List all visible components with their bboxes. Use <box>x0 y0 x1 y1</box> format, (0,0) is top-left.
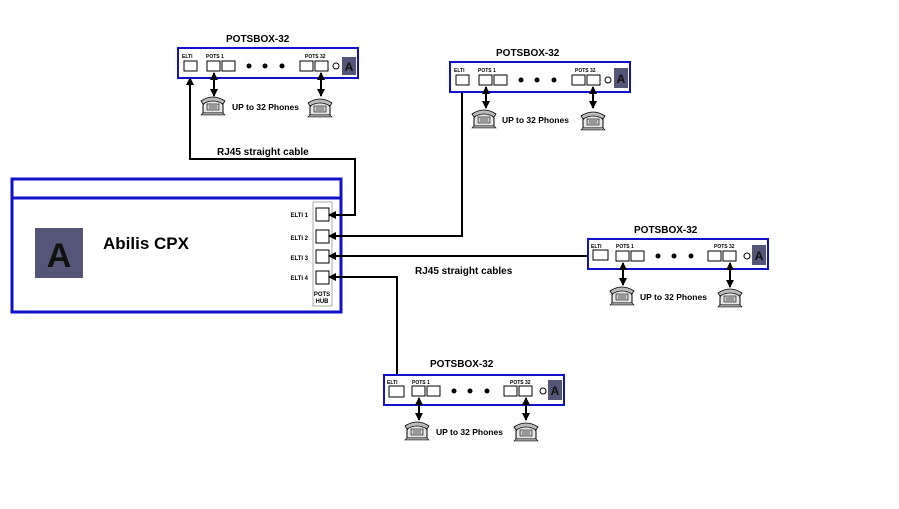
potsbox-2: POTSBOX-32 ELTI POTS 1 POTS 32 A UP to 3… <box>449 48 631 131</box>
port-elti-3 <box>315 249 330 264</box>
abilis-cpx: A Abilis CPX ELTI 1 ELTI 2 ELTI 3 ELTI 4… <box>10 177 343 314</box>
phones-label: UP to 32 Phones <box>640 292 707 302</box>
phone-icon <box>609 286 635 306</box>
potsbox-4: POTSBOX-32 ELTI POTS 1 POTS 32 A UP to 3… <box>383 359 565 442</box>
pots32-port <box>314 60 329 72</box>
potsbox-title: POTSBOX-32 <box>226 34 290 45</box>
cable-label-multiple: RJ45 straight cables <box>415 266 513 277</box>
phones-label: UP to 32 Phones <box>502 115 569 125</box>
pots2-port <box>493 74 508 86</box>
cpx-name: Abilis CPX <box>103 234 190 253</box>
elti-label: ELTI <box>182 54 193 60</box>
pots31-port <box>503 385 518 397</box>
pots32-port <box>586 74 601 86</box>
potsbox-logo <box>548 380 562 400</box>
pots31-port <box>299 60 314 72</box>
cable-label-single: RJ45 straight cable <box>217 147 309 158</box>
potsbox-3: POTSBOX-32 ELTI POTS 1 POTS 32 A UP to 3… <box>587 225 769 308</box>
phone-icon <box>471 109 497 129</box>
elti-label: ELTI <box>591 244 602 250</box>
port-label-elti-1: ELTI 1 <box>290 213 308 219</box>
potsbox-logo-letter: A <box>551 384 560 398</box>
potsbox-logo <box>342 57 356 75</box>
pots2-port <box>221 60 236 72</box>
elti-port <box>455 74 470 86</box>
pots2-port <box>630 250 645 262</box>
potsbox-logo <box>752 245 766 265</box>
cable-elti-4 <box>328 273 401 387</box>
cpx-logo-letter: A <box>47 237 72 275</box>
port-label-elti-3: ELTI 3 <box>290 256 308 262</box>
potsbox-logo-letter: A <box>345 60 354 74</box>
potsbox-logo <box>614 68 628 88</box>
pots1-port <box>206 60 221 72</box>
pots32-label: POTS 32 <box>510 380 531 386</box>
pots32-label: POTS 32 <box>575 68 596 74</box>
pots2-port <box>426 385 441 397</box>
phone-icon <box>404 421 430 441</box>
pots32-label: POTS 32 <box>714 244 735 250</box>
potsbox-1: POTSBOX-32 ELTI POTS 1 POTS 32 A UP to 3… <box>177 34 359 118</box>
port-elti-4 <box>315 270 330 285</box>
pots1-label: POTS 1 <box>206 54 224 60</box>
cables <box>186 77 596 387</box>
phones-label: UP to 32 Phones <box>232 102 299 112</box>
pots32-port <box>518 385 533 397</box>
phone-icon <box>307 98 333 118</box>
pots31-port <box>571 74 586 86</box>
potsbox-title: POTSBOX-32 <box>634 225 698 236</box>
port-label-elti-2: ELTI 2 <box>290 236 308 242</box>
pots1-label: POTS 1 <box>616 244 634 250</box>
cable-elti-2 <box>328 79 466 240</box>
phone-icon <box>580 111 606 131</box>
hub-label-pots: POTS <box>314 292 330 298</box>
pots1-label: POTS 1 <box>478 68 496 74</box>
elti-port <box>592 249 609 261</box>
pots31-port <box>707 250 722 262</box>
hub-label-hub: HUB <box>316 299 330 305</box>
elti-label: ELTI <box>454 68 465 74</box>
elti-label: ELTI <box>387 380 398 386</box>
cpx-logo: A <box>35 228 83 278</box>
pots1-port <box>411 385 426 397</box>
potsbox-title: POTSBOX-32 <box>496 48 560 59</box>
port-elti-2 <box>315 229 330 244</box>
phone-icon <box>513 422 539 442</box>
pots1-port <box>478 74 493 86</box>
potsbox-logo-letter: A <box>755 249 764 263</box>
port-elti-1 <box>315 207 330 222</box>
pots1-label: POTS 1 <box>412 380 430 386</box>
elti-port <box>183 60 198 72</box>
potsbox-title: POTSBOX-32 <box>430 359 494 370</box>
port-label-elti-4: ELTI 4 <box>290 276 308 282</box>
phone-icon <box>200 96 226 116</box>
phones-label: UP to 32 Phones <box>436 427 503 437</box>
pots32-port <box>722 250 737 262</box>
pots1-port <box>615 250 630 262</box>
potsbox-logo-letter: A <box>617 72 626 86</box>
pots32-label: POTS 32 <box>305 54 326 60</box>
elti-port <box>388 385 405 398</box>
phone-icon <box>717 288 743 308</box>
